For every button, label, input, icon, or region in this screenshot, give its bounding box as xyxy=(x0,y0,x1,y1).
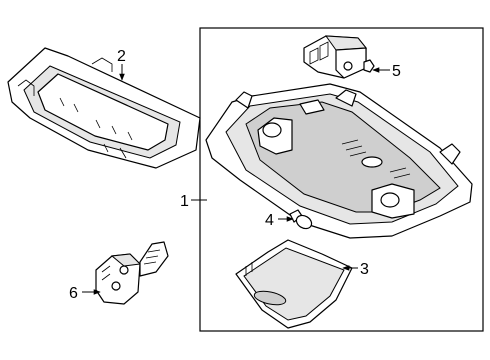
lens-cover-part xyxy=(235,239,353,329)
assembly-frame xyxy=(199,27,484,332)
socket-connector-part xyxy=(95,241,169,305)
callout-6: 6 xyxy=(69,285,78,302)
bezel-trim-part xyxy=(7,47,201,169)
callout-2: 2 xyxy=(117,48,126,65)
mounting-bracket-part xyxy=(303,35,375,79)
callout-1: 1 xyxy=(180,193,189,210)
callout-5: 5 xyxy=(392,63,401,80)
overhead-console-part xyxy=(205,83,473,239)
callout-3: 3 xyxy=(360,261,369,278)
callout-4: 4 xyxy=(265,212,274,229)
